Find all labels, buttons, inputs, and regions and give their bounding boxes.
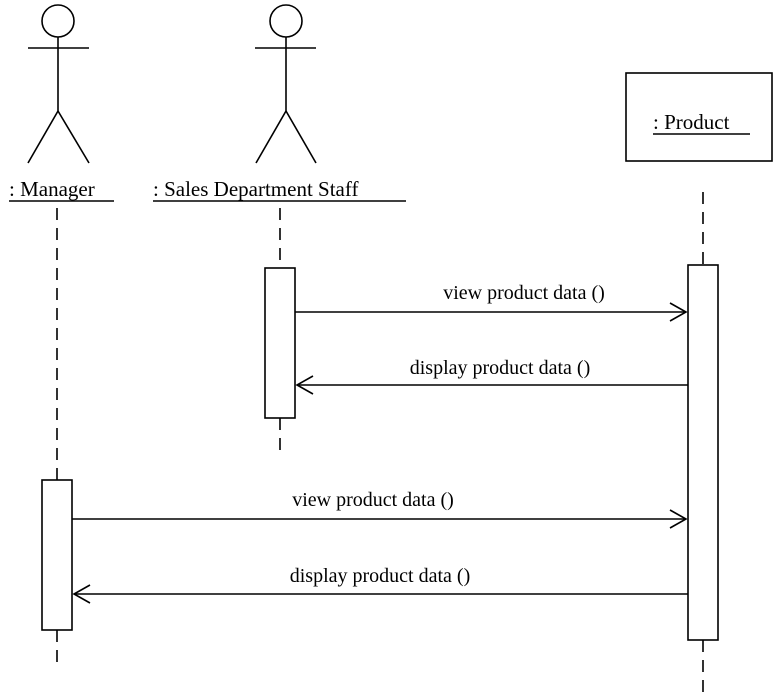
message-display-product-data-manager: display product data () <box>72 565 688 604</box>
message-label: view product data () <box>443 282 605 304</box>
product-object-box <box>625 72 773 162</box>
sales-staff-actor-figure <box>255 4 317 164</box>
manager-label: : Manager <box>9 177 95 201</box>
manager-actor-figure <box>27 4 90 164</box>
message-display-product-data-staff: display product data () <box>295 357 688 395</box>
sales-staff-label: : Sales Department Staff <box>153 177 358 201</box>
message-label: view product data () <box>292 489 454 511</box>
manager-activation-bar <box>41 479 73 631</box>
message-label: display product data () <box>410 357 591 379</box>
message-view-product-data-manager: view product data () <box>72 489 688 529</box>
message-label: display product data () <box>290 565 471 587</box>
product-activation-bar <box>687 264 719 641</box>
message-view-product-data-staff: view product data () <box>295 282 688 322</box>
product-label: : Product <box>653 110 730 134</box>
sales-staff-activation-bar <box>264 267 296 419</box>
